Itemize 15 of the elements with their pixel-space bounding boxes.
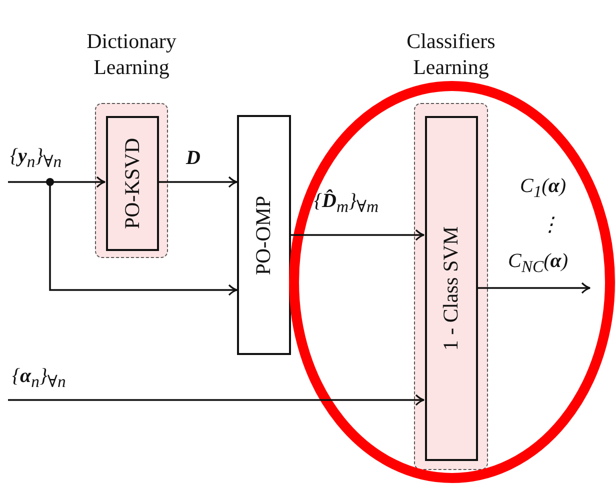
output-label: C$_{1}$(α) xyxy=(520,175,566,202)
box-label: 1 - Class SVM xyxy=(439,226,464,351)
edge-label: {α$_{n}$}$_{∀n}$ xyxy=(12,365,66,392)
process-box xyxy=(425,116,478,461)
output-label: C$_{NC}$(α) xyxy=(508,250,568,277)
process-box xyxy=(237,115,291,355)
process-box xyxy=(106,116,159,251)
edge-label: D xyxy=(186,147,200,170)
box-label: PO-OMP xyxy=(252,195,276,275)
box-label: PO-KSVD xyxy=(120,138,145,229)
edge-label: {D̂$_{m}$}$_{∀m}$ xyxy=(314,190,379,217)
edge-label: {y$_{n}$}$_{∀n}$ xyxy=(10,145,62,172)
group-heading: Dictionary Learning xyxy=(86,28,178,80)
group-heading: Classifiers Learning xyxy=(406,28,496,80)
output-label: ⋮ xyxy=(540,213,560,237)
